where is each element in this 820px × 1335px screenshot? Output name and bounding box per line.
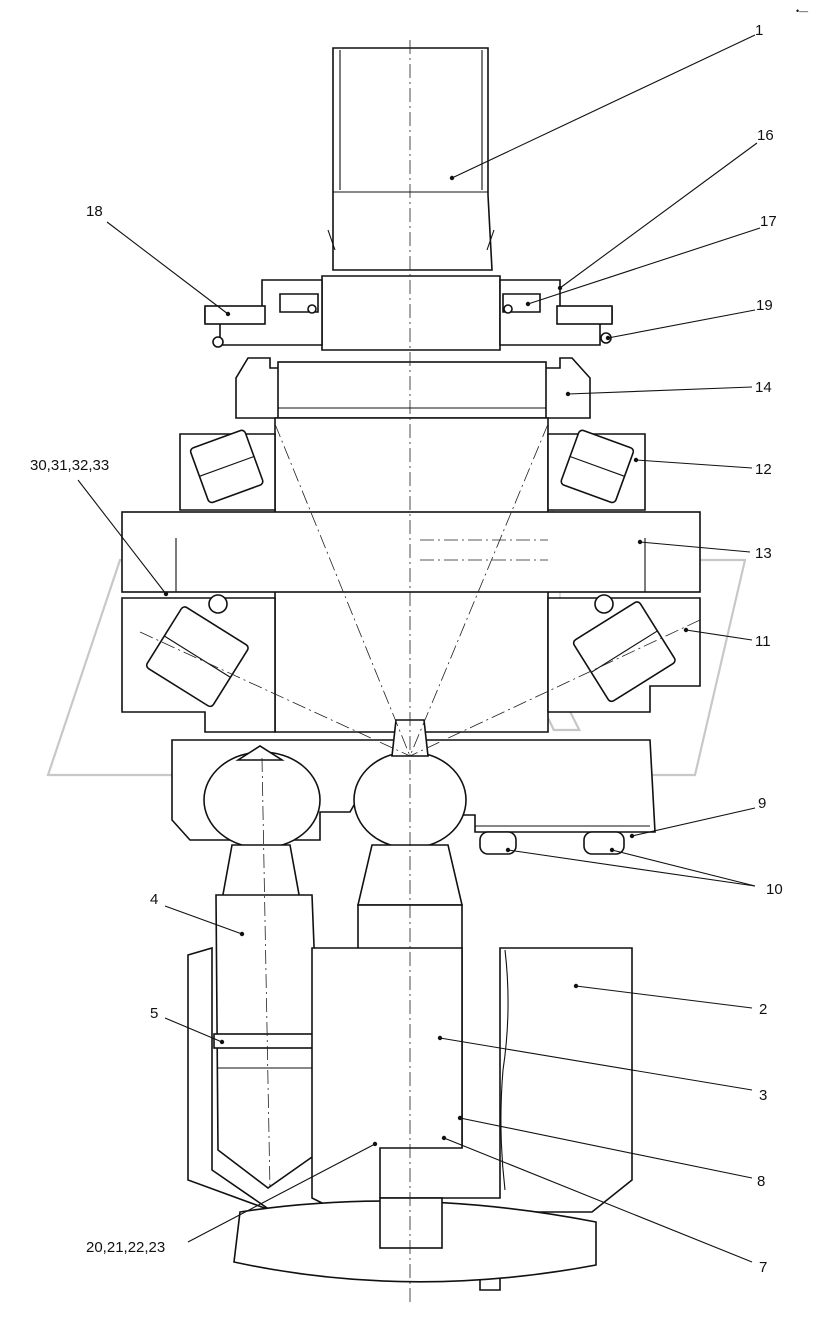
callout-16: 16 (757, 127, 774, 144)
callout-9: 9 (758, 795, 766, 812)
callout-18: 18 (86, 203, 103, 220)
callout-17: 17 (760, 213, 777, 230)
callout-14: 14 (755, 379, 772, 396)
callout-20-23: 20,21,22,23 (86, 1239, 165, 1256)
corner-mark: •— (796, 6, 808, 16)
callout-3: 3 (759, 1087, 767, 1104)
callout-1: 1 (755, 22, 763, 39)
callout-13: 13 (755, 545, 772, 562)
callout-8: 8 (757, 1173, 765, 1190)
input-shaft (321, 47, 501, 351)
callout-labels: 1 16 17 18 19 14 12 30,31,32,33 13 11 9 … (30, 22, 783, 1276)
roller-bearings (145, 429, 676, 708)
seal-housing (204, 279, 613, 348)
callout-19: 19 (756, 297, 773, 314)
angled-piston (203, 745, 323, 1189)
bottom-cam (233, 1197, 597, 1283)
callout-7: 7 (759, 1259, 767, 1276)
callout-10: 10 (766, 881, 783, 898)
callout-4: 4 (150, 891, 158, 908)
callout-30-33: 30,31,32,33 (30, 457, 109, 474)
callout-2: 2 (759, 1001, 767, 1018)
leader-lines (77, 34, 761, 1263)
upper-bearing (235, 357, 591, 419)
center-lines (139, 40, 701, 1305)
callout-5: 5 (150, 1005, 158, 1022)
callout-11: 11 (755, 633, 771, 650)
callout-12: 12 (755, 461, 772, 478)
